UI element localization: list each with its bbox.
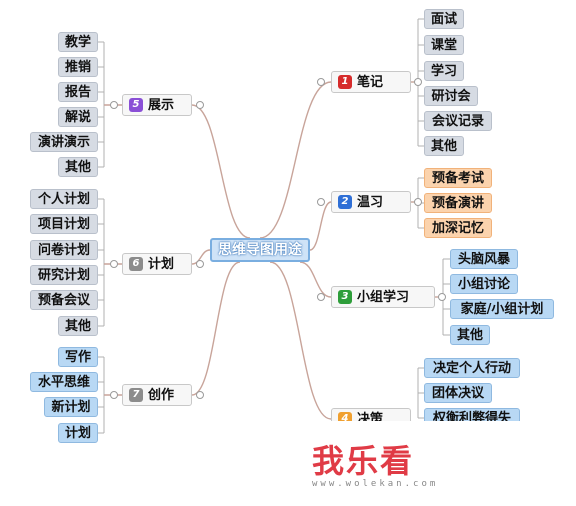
branch-review[interactable]: 2 温习: [331, 191, 411, 213]
leaf-plan-meeting[interactable]: 预备会议: [30, 290, 98, 310]
leaf-notes-seminar[interactable]: 研讨会: [424, 86, 478, 106]
leaf-present-explain[interactable]: 解说: [58, 107, 98, 127]
leaf-create-newplan[interactable]: 新计划: [44, 397, 98, 417]
leaf-present-demo[interactable]: 演讲演示: [30, 132, 98, 152]
link-center-decision: [269, 261, 332, 420]
collapse-toggle-icon[interactable]: [317, 293, 325, 301]
collapse-toggle-icon[interactable]: [196, 101, 204, 109]
collapse-toggle-icon[interactable]: [414, 198, 422, 206]
watermark-panel: [186, 421, 576, 506]
link-center-plan: [191, 249, 211, 265]
number-badge-3-icon: 3: [338, 290, 352, 304]
leaf-notes-study[interactable]: 学习: [424, 61, 464, 81]
leaf-plan-research[interactable]: 研究计划: [30, 265, 98, 285]
branch-present[interactable]: 5 展示: [122, 94, 192, 116]
watermark-logo: 我乐看: [312, 442, 415, 480]
leaf-decide-personal[interactable]: 决定个人行动: [424, 358, 520, 378]
collapse-toggle-icon[interactable]: [317, 78, 325, 86]
leaf-review-speech[interactable]: 预备演讲: [424, 193, 492, 213]
leaf-present-sales[interactable]: 推销: [58, 57, 98, 77]
leaf-notes-minutes[interactable]: 会议记录: [424, 111, 492, 131]
leaf-plan-survey[interactable]: 问卷计划: [30, 240, 98, 260]
number-badge-7-icon: 7: [129, 388, 143, 402]
collapse-toggle-icon[interactable]: [110, 260, 118, 268]
branch-notes-label: 笔记: [357, 74, 384, 90]
number-badge-2-icon: 2: [338, 195, 352, 209]
branch-plan-label: 计划: [148, 256, 175, 272]
leaf-decide-group[interactable]: 团体决议: [424, 383, 492, 403]
watermark-url: www.wolekan.com: [312, 479, 439, 489]
leaf-plan-other[interactable]: 其他: [58, 316, 98, 336]
link-center-review: [309, 201, 332, 251]
branch-group-study[interactable]: 3 小组学习: [331, 286, 435, 308]
branch-create-label: 创作: [148, 387, 175, 403]
leaf-plan-personal[interactable]: 个人计划: [30, 189, 98, 209]
leaf-group-family-plan[interactable]: 家庭/小组计划: [450, 299, 554, 319]
leaf-create-writing[interactable]: 写作: [58, 347, 98, 367]
collapse-toggle-icon[interactable]: [196, 260, 204, 268]
central-topic-label: 思维导图用途: [218, 242, 302, 258]
collapse-toggle-icon[interactable]: [110, 101, 118, 109]
leaf-notes-class[interactable]: 课堂: [424, 35, 464, 55]
number-badge-1-icon: 1: [338, 75, 352, 89]
leaf-notes-interview[interactable]: 面试: [424, 9, 464, 29]
branch-plan[interactable]: 6 计划: [122, 253, 192, 275]
link-center-group: [299, 261, 332, 298]
branch-review-label: 温习: [357, 194, 384, 210]
collapse-toggle-icon[interactable]: [110, 391, 118, 399]
leaf-present-other[interactable]: 其他: [58, 157, 98, 177]
leaf-group-discussion[interactable]: 小组讨论: [450, 274, 518, 294]
link-center-notes: [259, 81, 332, 239]
collapse-toggle-icon[interactable]: [196, 391, 204, 399]
leaf-review-exam[interactable]: 预备考试: [424, 168, 492, 188]
collapse-toggle-icon[interactable]: [438, 293, 446, 301]
leaf-plan-project[interactable]: 项目计划: [30, 214, 98, 234]
number-badge-5-icon: 5: [129, 98, 143, 112]
leaf-notes-other[interactable]: 其他: [424, 136, 464, 156]
leaf-create-lateral[interactable]: 水平思维: [30, 372, 98, 392]
branch-notes[interactable]: 1 笔记: [331, 71, 411, 93]
leaf-present-teaching[interactable]: 教学: [58, 32, 98, 52]
leaf-present-report[interactable]: 报告: [58, 82, 98, 102]
leaf-review-memory[interactable]: 加深记忆: [424, 218, 492, 238]
leaf-group-brainstorm[interactable]: 头脑风暴: [450, 249, 518, 269]
collapse-toggle-icon[interactable]: [317, 198, 325, 206]
leaf-group-other[interactable]: 其他: [450, 325, 490, 345]
number-badge-6-icon: 6: [129, 257, 143, 271]
branch-group-label: 小组学习: [357, 289, 410, 305]
central-topic[interactable]: 思维导图用途: [210, 238, 310, 262]
leaf-create-plan[interactable]: 计划: [58, 423, 98, 443]
link-center-present: [191, 104, 251, 239]
collapse-toggle-icon[interactable]: [414, 78, 422, 86]
link-center-create: [191, 261, 241, 396]
branch-present-label: 展示: [148, 97, 175, 113]
branch-create[interactable]: 7 创作: [122, 384, 192, 406]
